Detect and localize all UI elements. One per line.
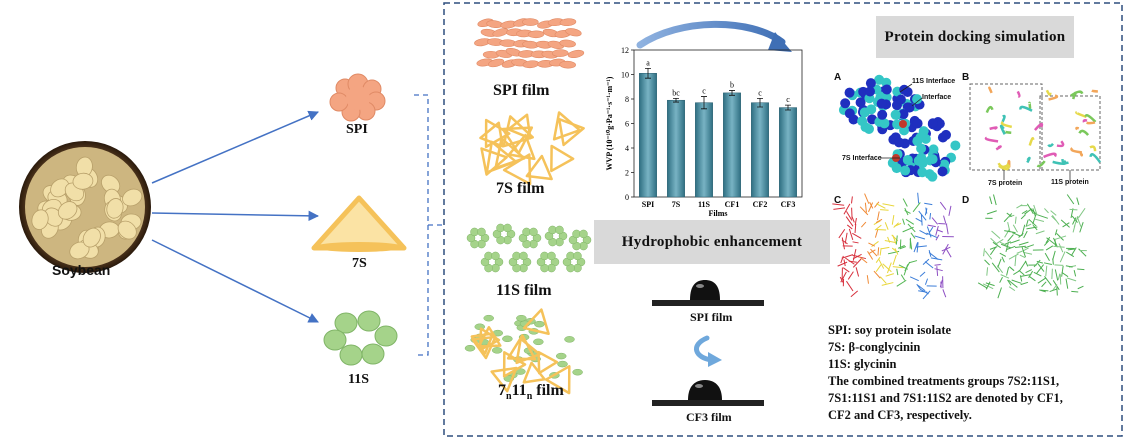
droplet-label-spi: SPI film [690, 310, 733, 324]
interface-7s-label: 7S Interface [842, 155, 882, 162]
spi-label: SPI [346, 122, 368, 137]
7s-film-pattern [479, 111, 585, 186]
y-tick-label: 12 [621, 46, 629, 55]
interface-11s-label: 11S Interface [912, 78, 956, 85]
note-line: SPI: soy protein isolate [828, 323, 952, 337]
curved-arrow [636, 20, 786, 49]
droplet-label-cf3: CF3 film [686, 410, 732, 424]
note-line: CF2 and CF3, respectively. [828, 408, 972, 422]
x-tick-label: CF3 [781, 200, 796, 209]
significance-letter: c [786, 95, 790, 104]
bar-cf3 [779, 107, 797, 198]
x-tick-label: CF1 [725, 200, 740, 209]
x-tick-label: CF2 [753, 200, 768, 209]
error-bar [757, 97, 763, 108]
error-bar [673, 97, 679, 103]
arrow-to-spi [151, 110, 319, 184]
bar-7s [667, 99, 685, 198]
bar-11s [695, 102, 713, 198]
bar-cf2 [751, 102, 769, 198]
x-tick-label: 11S [698, 200, 711, 209]
11s-shape [323, 310, 398, 366]
mixed-film-label: 7n11n film [498, 382, 564, 403]
y-tick-label: 10 [621, 71, 629, 80]
hydrophobic-box: Hydrophobic enhancement [594, 220, 830, 264]
interface-label: Interface [922, 94, 952, 101]
panel-letter-d: D [962, 195, 970, 206]
droplet-image-cf3 [652, 374, 764, 408]
panel-letter-b: B [962, 72, 970, 83]
11s-label: 11S [348, 372, 370, 387]
arrow-to-11s [151, 239, 319, 323]
protein-11s-label: 11S protein [1051, 179, 1089, 186]
significance-letter: c [702, 87, 706, 96]
mixed-film-pattern [464, 308, 583, 395]
note-line: 7S: β-conglycinin [828, 340, 921, 354]
docking-image-d [977, 194, 1087, 299]
bar-cf1 [723, 92, 741, 198]
note-line: The combined treatments groups 7S2:11S1, [828, 374, 1060, 388]
panel-letter-c: C [834, 195, 842, 206]
droplet-image-spi [652, 274, 764, 308]
docking-image-a [838, 74, 961, 182]
7s-film-label: 7S film [496, 180, 545, 197]
x-tick-label: 7S [672, 200, 681, 209]
spi-shape [329, 73, 386, 122]
x-axis-label: Films [708, 209, 727, 218]
docking-image-c [832, 192, 954, 300]
error-bar [645, 67, 651, 79]
bar-spi [639, 73, 657, 198]
significance-letter: bc [672, 88, 680, 97]
7s-shape [311, 195, 407, 252]
curved-arrow-head [768, 32, 792, 52]
11s-film-label: 11S film [496, 282, 552, 299]
error-bar [701, 96, 707, 110]
soybean-label: Soybean [52, 262, 111, 278]
x-tick-label: SPI [642, 200, 654, 209]
interface-pointer-lines [880, 83, 923, 159]
significance-letter: b [730, 80, 734, 89]
spi-film-label: SPI film [493, 82, 550, 99]
docking-image-b [969, 83, 1102, 180]
note-line: 7S1:11S1 and 7S1:11S2 are denoted by CF1… [828, 391, 1063, 405]
spi-film-pattern [474, 18, 585, 69]
protein-7s-label: 7S protein [988, 180, 1023, 187]
y-tick-label: 2 [625, 169, 629, 178]
y-tick-label: 8 [625, 95, 629, 104]
significance-letter: a [646, 58, 650, 67]
7s-label: 7S [352, 256, 367, 271]
11s-film-pattern [466, 223, 592, 273]
y-tick-label: 4 [625, 144, 629, 153]
arrow-to-7s [151, 210, 320, 222]
error-bar [729, 90, 735, 96]
dashed-frame [443, 2, 1123, 437]
panel-letter-a: A [834, 72, 842, 83]
error-bar [785, 104, 791, 111]
soybean-bowl-image [19, 141, 151, 273]
notes-block: SPI: soy protein isolate 7S: β-conglycin… [828, 322, 1120, 424]
swirl-arrow-head [708, 352, 722, 367]
y-tick-label: 0 [625, 193, 629, 202]
y-axis-label: WVP (10⁻¹⁰g·Pa⁻¹·s⁻¹·m⁻¹) [605, 76, 614, 170]
docking-box: Protein docking simulation [876, 16, 1074, 58]
note-line: 11S: glycinin [828, 357, 897, 371]
significance-letter: c [758, 88, 762, 97]
y-tick-label: 6 [625, 120, 629, 129]
bracket [414, 94, 444, 356]
